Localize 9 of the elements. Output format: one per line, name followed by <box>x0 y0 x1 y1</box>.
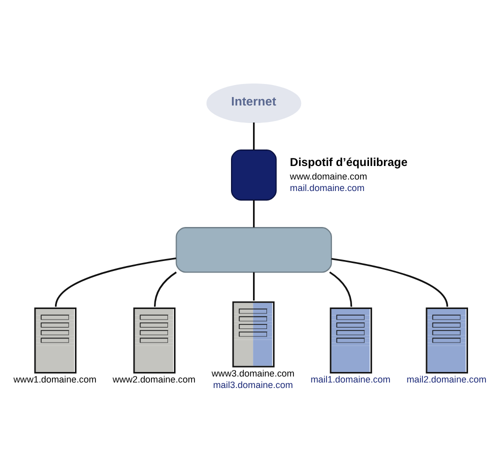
node-label: mail2.domaine.com <box>406 374 486 384</box>
node-label: www1.domaine.com <box>14 374 96 384</box>
node-label: mail3.domaine.com <box>213 379 293 390</box>
node-label: mail1.domaine.com <box>310 374 390 384</box>
node-label: Dispotif d’équilibrage <box>290 156 408 168</box>
node-label: www2.domaine.com <box>112 374 196 384</box>
node-label: mail.domaine.com <box>290 182 365 192</box>
node-label: www3.domaine.com <box>212 368 294 378</box>
node-label: www.domaine.com <box>290 170 368 181</box>
